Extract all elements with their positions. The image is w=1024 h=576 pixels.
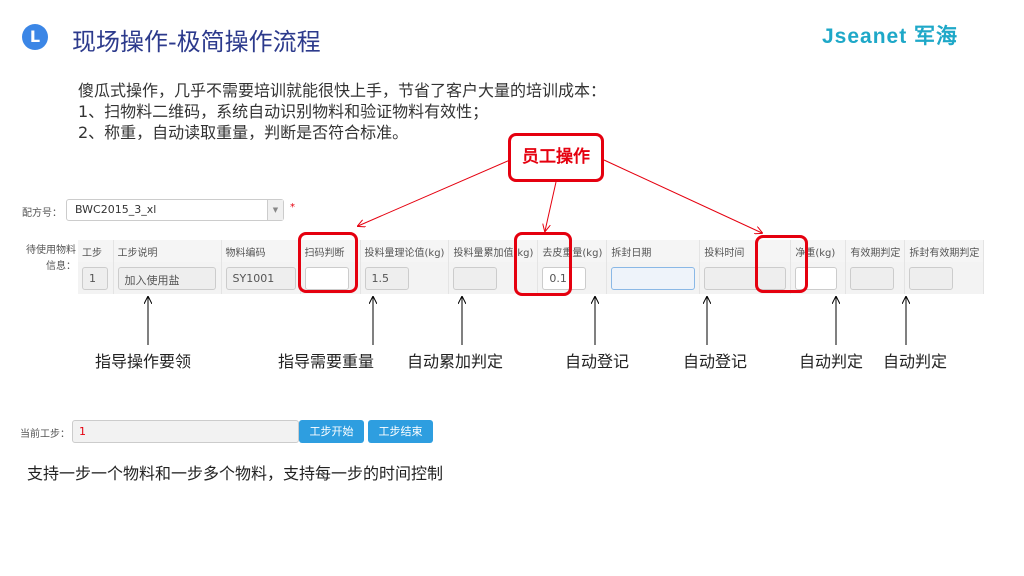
step-end-button[interactable]: 工步结束 <box>368 420 433 443</box>
intro-line: 1、扫物料二维码，系统自动识别物料和验证物料有效性； <box>78 102 489 121</box>
table-row: 1 加入使用盐 SY1001 1.5 0.1 <box>78 262 985 294</box>
step-start-button[interactable]: 工步开始 <box>299 420 364 443</box>
annotation: 自动登记 <box>683 352 748 371</box>
expiry-check-field <box>850 266 895 290</box>
col-header: 净重(kg) <box>790 240 847 262</box>
feed-time-field <box>704 266 787 290</box>
col-header: 物料编码 <box>221 240 301 262</box>
col-header: 有效期判定 <box>845 240 906 262</box>
materials-label: 待使用物料信息： <box>26 245 76 272</box>
red-arrow <box>358 159 511 226</box>
highlight-tare <box>514 232 572 296</box>
footer-text: 支持一步一个物料和一步多个物料，支持每一步的时间控制 <box>27 464 444 483</box>
annotation: 自动判定 <box>799 352 864 371</box>
theoretical-qty-field: 1.5 <box>364 266 409 290</box>
unseal-date-field[interactable] <box>611 266 696 290</box>
col-header: 扫码判断 <box>300 240 361 262</box>
annotation: 自动登记 <box>565 352 630 371</box>
formula-select[interactable]: BWC2015_3_xl ▼ <box>66 199 284 221</box>
current-step-field: 1 <box>72 420 299 443</box>
annotation: 指导需要重量 <box>278 352 375 371</box>
unseal-expiry-check-field <box>909 266 954 290</box>
dropdown-arrow-icon[interactable]: ▼ <box>267 200 283 220</box>
red-arrow <box>545 181 557 231</box>
staff-operation-callout: 员工操作 <box>508 133 604 182</box>
material-code-field: SY1001 <box>225 266 296 290</box>
intro-text: 傻瓜式操作，几乎不需要培训就能很快上手，节省了客户大量的培训成本： 1、扫物料二… <box>78 80 606 143</box>
step-desc-field: 加入使用盐 <box>117 266 216 290</box>
table-header: 工步 工步说明 物料编码 扫码判断 投料量理论值(kg) 投料量累加值(kg) … <box>78 240 985 262</box>
annotation: 自动累加判定 <box>407 352 504 371</box>
step-field: 1 <box>82 266 108 290</box>
required-mark: * <box>290 202 295 213</box>
formula-value: BWC2015_3_xl <box>75 203 157 216</box>
page-title: 现场操作-极简操作流程 <box>72 28 321 56</box>
intro-line: 2、称重，自动读取重量，判断是否符合标准。 <box>78 123 409 142</box>
red-arrow <box>603 159 762 233</box>
col-header: 投料时间 <box>699 240 792 262</box>
accumulated-qty-field <box>453 266 498 290</box>
annotation: 自动判定 <box>883 352 948 371</box>
col-header: 拆封有效期判定 <box>904 240 985 262</box>
brand-logo: Jseanet 军海 <box>822 25 959 48</box>
logo-badge-icon: L <box>22 24 48 50</box>
highlight-net <box>755 235 808 293</box>
current-step-label: 当前工步： <box>20 429 70 440</box>
col-header: 投料量理论值(kg) <box>360 240 450 262</box>
scan-check-input[interactable] <box>304 266 349 290</box>
highlight-scan <box>298 232 358 293</box>
col-header: 工步 <box>78 240 114 262</box>
col-header: 去皮重量(kg) <box>537 240 608 262</box>
annotation: 指导操作要领 <box>95 352 192 371</box>
formula-label: 配方号： <box>22 208 62 219</box>
materials-table: 工步 工步说明 物料编码 扫码判断 投料量理论值(kg) 投料量累加值(kg) … <box>78 240 985 294</box>
col-header: 拆封日期 <box>606 240 701 262</box>
intro-line: 傻瓜式操作，几乎不需要培训就能很快上手，节省了客户大量的培训成本： <box>78 81 607 100</box>
col-header: 工步说明 <box>113 240 222 262</box>
